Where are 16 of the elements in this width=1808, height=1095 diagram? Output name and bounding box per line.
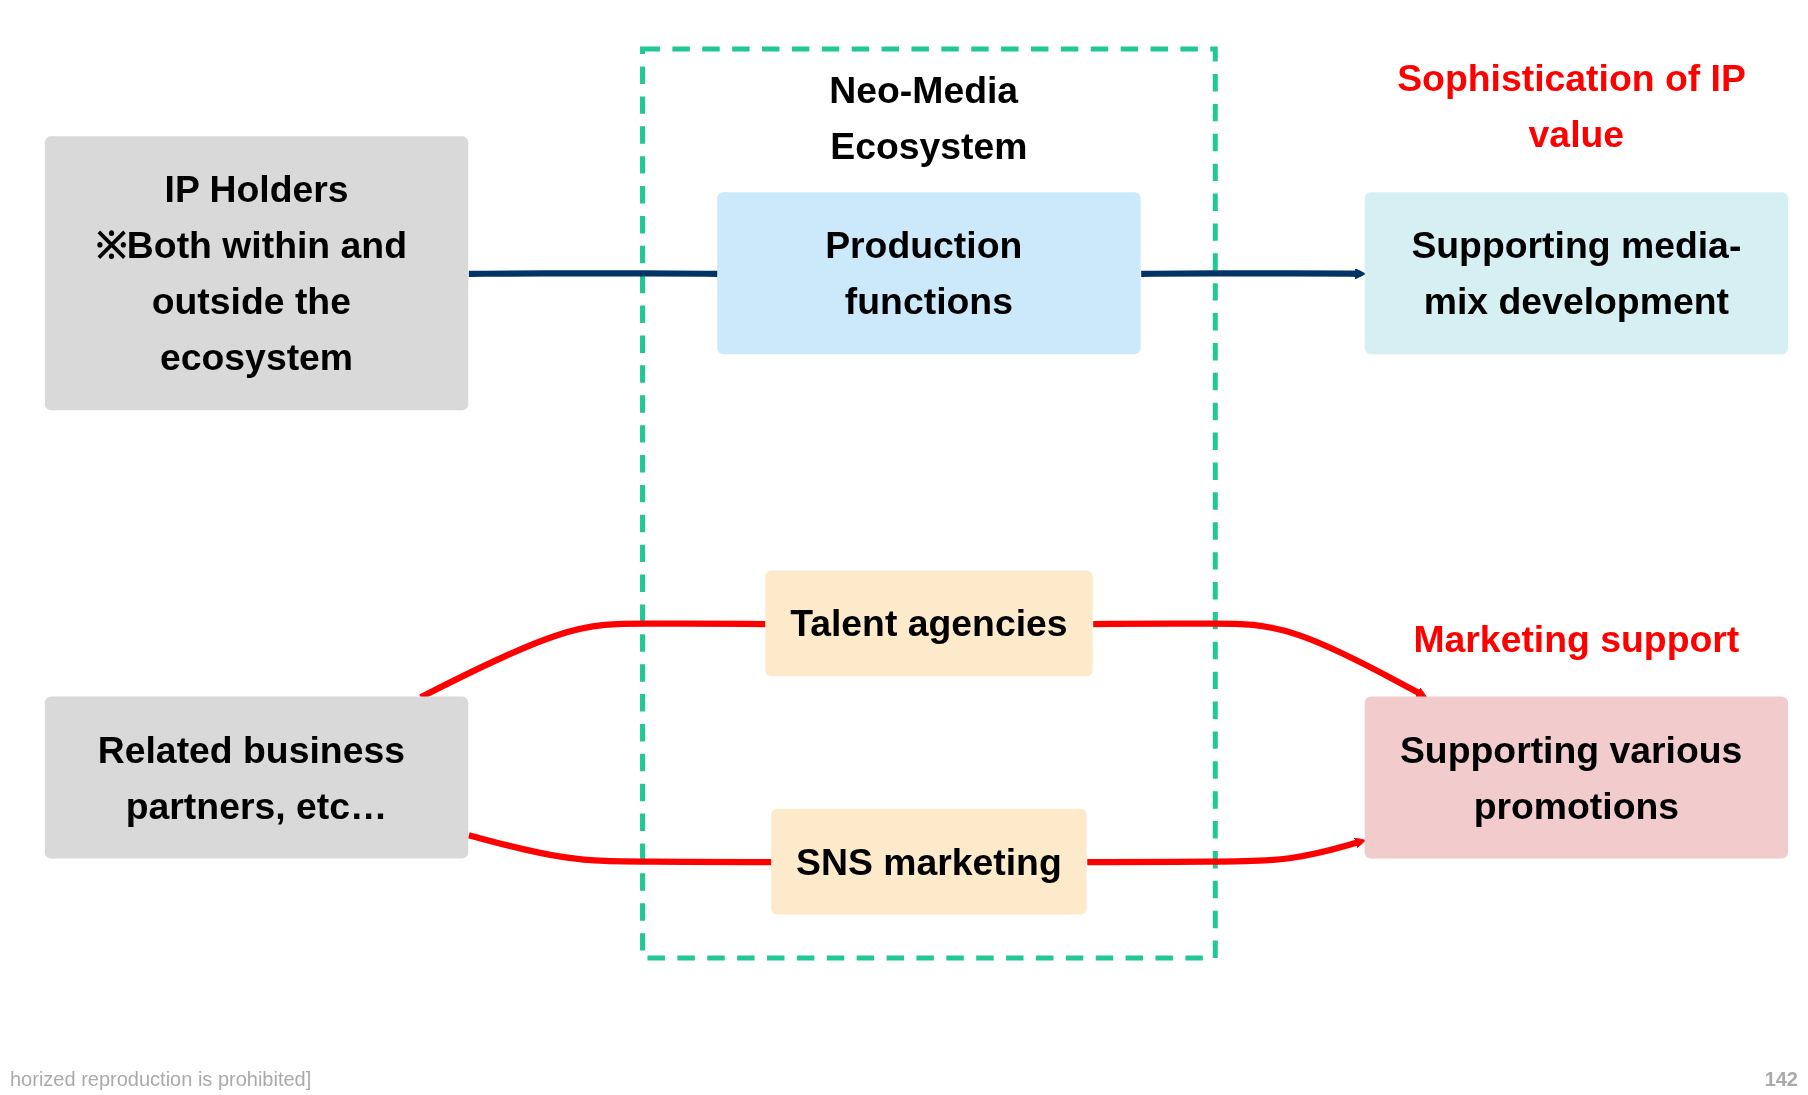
arrow — [1093, 620, 1428, 698]
node-box: Related business partners, etc… — [44, 696, 469, 859]
connector — [468, 832, 772, 866]
connector — [468, 270, 718, 278]
node-box: Talent agencies — [765, 570, 1093, 677]
footer-note: horized reproduction is prohibited] — [10, 1068, 312, 1091]
node-box: SNS marketing — [771, 808, 1087, 915]
node-label: Sophistication of IP value — [1397, 58, 1746, 156]
node-box: Supporting various promotions — [1364, 696, 1789, 859]
node-label: Marketing support — [1413, 618, 1740, 660]
page-number: 142 — [1764, 1068, 1798, 1091]
node-box: Production functions — [717, 192, 1141, 355]
arrow — [1141, 268, 1366, 280]
arrow — [1087, 837, 1366, 866]
node-box: IP Holders ※Both within and outside the ecosystem — [44, 136, 469, 411]
node-box: Supporting media-mix development — [1364, 192, 1789, 355]
